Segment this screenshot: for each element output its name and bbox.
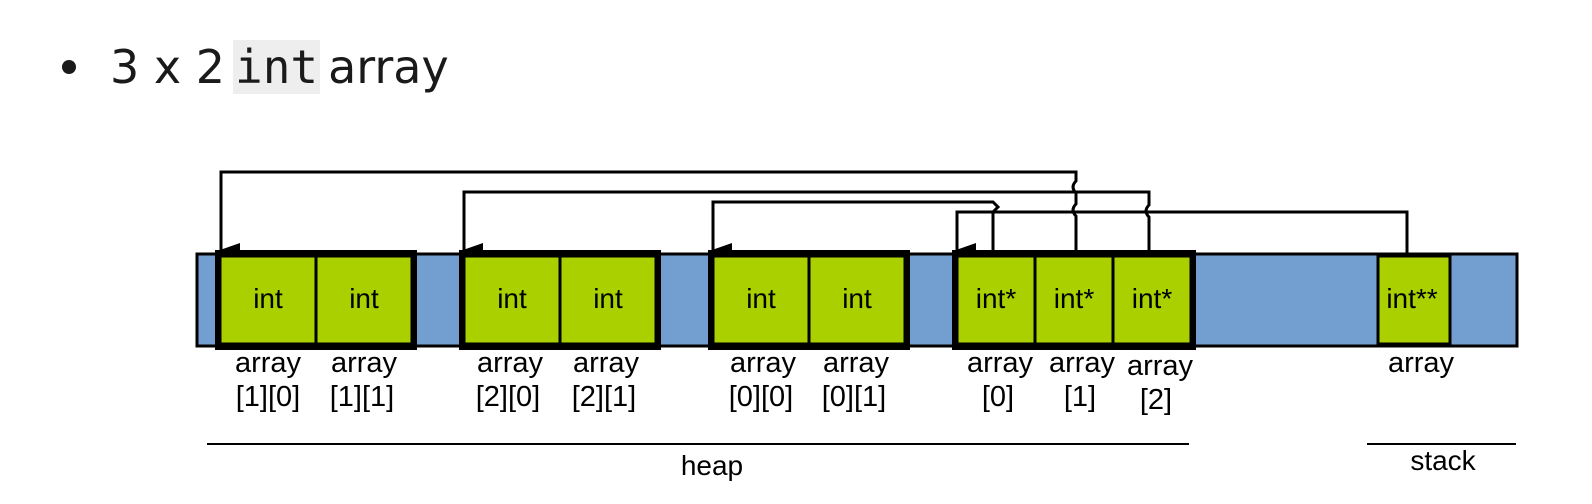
cell-caption: [2][1] xyxy=(572,381,637,413)
cell-type-label: int* xyxy=(1054,283,1095,314)
bullet-icon xyxy=(62,60,76,74)
pointer-arrows xyxy=(219,170,1409,257)
cell-array-0 xyxy=(955,254,1037,346)
cell-type-label: int* xyxy=(1132,283,1173,314)
cell-caption: array xyxy=(1127,350,1194,382)
cell-caption: array xyxy=(477,347,544,379)
cell-array-2 xyxy=(1111,254,1193,346)
cell-caption: [2][0] xyxy=(476,381,541,413)
cell-caption: [1][0] xyxy=(236,381,301,413)
cell-caption: array xyxy=(331,347,398,379)
cell-array-2-1 xyxy=(558,254,658,346)
heap-block-row-1: int int array [1][0] array [1][1] xyxy=(215,250,417,413)
heap-pointer-array: int* int* int* array [0] array [1] array… xyxy=(952,250,1196,416)
cell-caption: array xyxy=(1049,347,1116,379)
cell-caption: [1] xyxy=(1064,381,1096,413)
cell-type-label: int xyxy=(842,283,872,314)
arrow-stack-to-pointer-array xyxy=(955,210,1409,257)
cell-type-label: int xyxy=(349,283,379,314)
header-suffix: array xyxy=(328,40,449,94)
header-code: int xyxy=(233,40,321,94)
cell-caption: array xyxy=(730,347,797,379)
header-prefix: 3 x 2 xyxy=(110,40,225,94)
cell-type-label: int* xyxy=(976,283,1017,314)
cell-caption: [0][0] xyxy=(729,381,794,413)
cell-caption: [1][1] xyxy=(330,381,395,413)
cell-caption: array xyxy=(573,347,640,379)
heap-block-row-2: int int array [2][0] array [2][1] xyxy=(459,250,661,413)
cell-type-label: int xyxy=(497,283,527,314)
cell-array-0-1 xyxy=(807,254,907,346)
cell-caption: [0][1] xyxy=(822,381,887,413)
cell-array-1-1 xyxy=(314,254,414,346)
arrow-array1-to-row1 xyxy=(219,170,1078,257)
cell-caption: array xyxy=(235,347,302,379)
bullet-line: 3 x 2 int array xyxy=(62,40,449,94)
cell-type-label: int xyxy=(746,283,776,314)
cell-array-0-0 xyxy=(711,254,811,346)
cell-caption: [0] xyxy=(982,381,1014,413)
cell-array-stack xyxy=(1376,254,1452,346)
cell-type-label: int xyxy=(593,283,623,314)
stack-region-label: stack xyxy=(1410,445,1476,476)
stack-pointer-cell: int** array xyxy=(1376,254,1455,379)
arrow-array0-to-row0 xyxy=(711,200,1001,257)
cell-type-label: int** xyxy=(1386,283,1437,314)
arrow-array2-to-row2 xyxy=(462,190,1151,257)
heap-region-label: heap xyxy=(681,450,743,481)
cell-caption: [2] xyxy=(1140,384,1172,416)
cell-caption: array xyxy=(823,347,890,379)
cell-caption: array xyxy=(967,347,1034,379)
heap-block-row-0: int int array [0][0] array [0][1] xyxy=(708,250,910,413)
cell-caption: array xyxy=(1388,347,1455,379)
cell-type-label: int xyxy=(253,283,283,314)
